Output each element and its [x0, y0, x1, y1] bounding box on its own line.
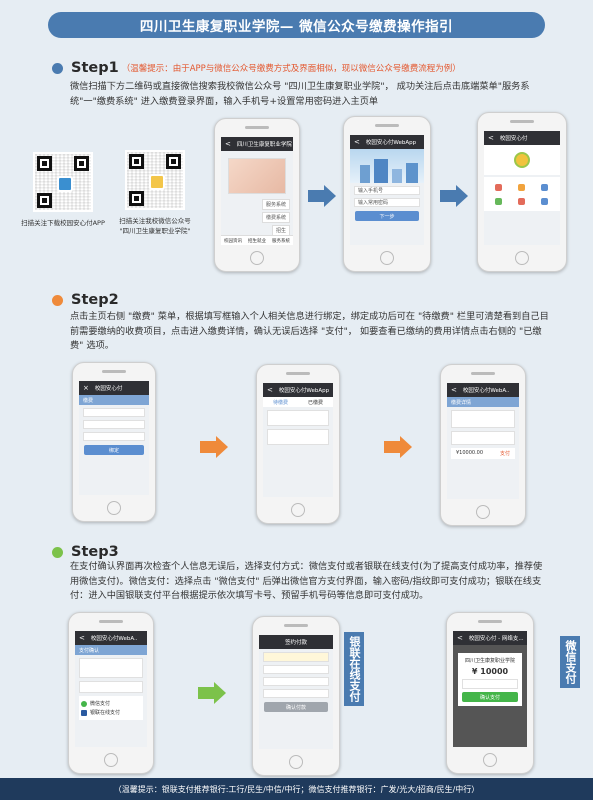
phone-step3-1: <校园安心付WebA.. 支付确认 微信支付 银联在线支付	[68, 612, 154, 774]
app-grid-icon[interactable]	[533, 180, 556, 194]
phone-input[interactable]: 输入手机号	[354, 186, 420, 195]
phone-header: 校园安心付	[499, 136, 528, 142]
section-strip: 支付确认	[75, 645, 147, 655]
form-field[interactable]	[83, 432, 145, 441]
step3-label: Step3	[71, 544, 119, 560]
page-title: 四川卫生康复职业学院— 微信公众号缴费操作指引	[48, 12, 545, 38]
city-illustration	[350, 149, 424, 183]
payment-amount: ¥ 10000	[471, 667, 509, 676]
payee-school: 四川卫生康复职业学院	[464, 658, 515, 664]
phone-header: 校园安心付WebApp	[365, 140, 417, 146]
detail-info	[451, 431, 515, 445]
qr-code-icon	[125, 150, 185, 210]
phone-header: 校园安心付WebApp	[278, 388, 330, 394]
step3-heading: Step3	[52, 544, 119, 560]
school-logo-icon	[514, 152, 530, 168]
step2-heading: Step2	[52, 292, 119, 308]
bank-card-row[interactable]	[462, 679, 518, 689]
phone-step1-3: <校园安心付	[477, 112, 567, 272]
fee-info	[79, 681, 143, 693]
app-grid-icon[interactable]	[510, 194, 533, 208]
phone-step1-2: <校园安心付WebApp 输入手机号 输入常用密码 下一步	[343, 116, 431, 272]
tab-paid[interactable]: 已缴费	[307, 399, 323, 406]
form-field[interactable]	[263, 665, 329, 674]
step1-dot-icon	[52, 62, 63, 74]
phone-header: 签约付款	[284, 640, 307, 646]
form-field[interactable]	[263, 689, 329, 698]
phone-header: 四川卫生康复职业学院	[236, 142, 292, 148]
form-field[interactable]	[83, 420, 145, 429]
confirm-pay-button[interactable]: 确认支付	[462, 692, 518, 702]
article-image	[228, 158, 286, 194]
menu-item[interactable]: 服务系统	[261, 199, 290, 210]
tab-item[interactable]: 招生就业	[248, 238, 266, 244]
app-grid-icon[interactable]	[487, 194, 510, 208]
step2-description: 点击主页右侧 "缴费" 菜单，根据填写框输入个人相关信息进行绑定，绑定成功后可在…	[70, 311, 549, 351]
form-field[interactable]	[263, 677, 329, 686]
bill-item[interactable]	[267, 429, 329, 445]
phone-step3-2: 签约付款 确认付款	[252, 616, 340, 776]
phone-step2-2: <校园安心付WebApp 待缴费 已缴费	[256, 364, 340, 524]
phone-header: 校园安心付 - 网络支...	[468, 636, 524, 642]
password-input[interactable]: 输入常用密码	[354, 198, 420, 207]
bill-item[interactable]	[267, 410, 329, 426]
step1-note: （温馨提示：由于APP与微信公众号缴费方式及界面相似，现以微信公众号缴费流程为例…	[121, 64, 461, 74]
option-unionpay[interactable]: 银联在线支付	[90, 710, 121, 716]
app-grid-icon[interactable]	[487, 180, 510, 194]
qr-code-icon	[33, 152, 93, 212]
pay-button[interactable]: 支付	[499, 451, 510, 457]
phone-step2-3: <校园安心付WebA.. 缴费详情 ¥10000.00 支付	[440, 364, 526, 526]
option-wechat-pay[interactable]: 微信支付	[90, 701, 111, 707]
step3-description: 在支付确认界面再次检查个人信息无误后，选择支付方式：微信支付或者银联在线支付(为…	[70, 561, 543, 601]
qr-app-caption: 扫描关注下载校园安心付APP	[21, 219, 105, 227]
detail-info	[451, 410, 515, 428]
step3-dot-icon	[52, 546, 63, 558]
unionpay-side-label: 银联在线支付	[344, 632, 364, 706]
phone-step1-1: <四川卫生康复职业学院 服务系统 缴费系统 招生 校园资讯 招生就业 服务系统	[214, 118, 300, 272]
wechat-pay-icon	[81, 700, 87, 707]
step1-label: Step1	[71, 60, 119, 76]
confirm-payment-button[interactable]: 确认付款	[264, 702, 328, 712]
wechat-side-label: 微信支付	[560, 636, 580, 688]
user-info	[79, 658, 143, 678]
tab-unpaid[interactable]: 待缴费	[272, 399, 288, 406]
phone-header: 校园安心付WebA..	[462, 388, 510, 394]
qr-wechat: 扫描关注我校微信公众号 "四川卫生康复职业学院"	[110, 150, 200, 236]
step1-heading: Step1 （温馨提示：由于APP与微信公众号缴费方式及界面相似，现以微信公众号…	[52, 60, 461, 76]
step2-label: Step2	[71, 292, 119, 308]
phone-step2-1: ×校园安心付 缴费 绑定	[72, 362, 156, 522]
qr-app: 扫描关注下载校园安心付APP	[18, 152, 108, 228]
section-strip: 缴费详情	[447, 397, 519, 407]
phone-header: 校园安心付WebA..	[90, 636, 138, 642]
step1-description: 微信扫描下方二维码或直接微信搜索我校微信公众号 "四川卫生康复职业学院"， 成功…	[70, 81, 530, 107]
tab-item[interactable]: 校园资讯	[224, 238, 242, 244]
step2-dot-icon	[52, 294, 63, 306]
tab-item[interactable]: 服务系统	[272, 238, 290, 244]
form-field[interactable]	[83, 408, 145, 417]
bill-amount: ¥10000.00	[456, 450, 484, 456]
phone-header: 校园安心付	[94, 386, 123, 392]
app-grid-icon[interactable]	[533, 194, 556, 208]
bind-button[interactable]: 绑定	[84, 445, 144, 455]
section-strip: 缴费	[79, 395, 149, 405]
qr-wechat-caption: 扫描关注我校微信公众号 "四川卫生康复职业学院"	[119, 217, 191, 235]
app-grid-icon[interactable]	[510, 180, 533, 194]
menu-item[interactable]: 缴费系统	[261, 212, 290, 223]
phone-step3-3: <校园安心付 - 网络支... 四川卫生康复职业学院 ¥ 10000 确认支付	[446, 612, 534, 774]
next-button[interactable]: 下一步	[355, 211, 419, 221]
footer-tip: （温馨提示：银联支付推荐银行:工行/民生/中信/中行；微信支付推荐银行：广发/光…	[0, 778, 593, 800]
notice-strip	[263, 652, 329, 662]
unionpay-icon	[81, 709, 87, 716]
